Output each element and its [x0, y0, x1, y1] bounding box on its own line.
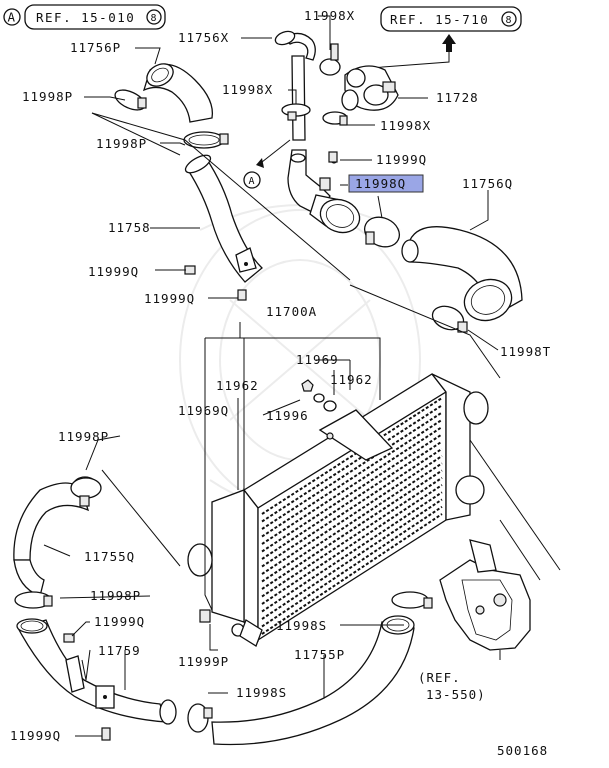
intercooler-fin-row: [261, 426, 443, 545]
clamp-11998X-top: [319, 43, 341, 76]
up-arrow-icon: [369, 34, 456, 69]
intercooler-fin-row: [261, 513, 443, 635]
pipe-11758: [184, 154, 263, 283]
part-labels: 11756P 11756X 11998X 11998P 11998X 11728…: [10, 8, 551, 743]
intercooler-fin-row: [261, 440, 443, 560]
ref-c-line1: (REF.: [418, 670, 461, 685]
clamp-11998X-mid: [281, 103, 311, 121]
leader-lines: [43, 15, 561, 737]
label-11998T[interactable]: 11998T: [500, 344, 551, 359]
ref-c-line2: 13-550): [426, 687, 486, 702]
intercooler-fin-row: [261, 418, 443, 538]
grommet-11962: [323, 400, 337, 412]
ref-15-710[interactable]: REF. 15-710 8: [380, 6, 522, 32]
label-11728[interactable]: 11728: [436, 90, 479, 105]
label-11999Q-2[interactable]: 11999Q: [88, 264, 139, 279]
label-11759[interactable]: 11759: [98, 643, 141, 658]
label-11998S-1[interactable]: 11998S: [276, 618, 327, 633]
intercooler-fin-row: [261, 433, 443, 553]
label-11756P[interactable]: 11756P: [70, 40, 121, 55]
ref-b-num: 8: [505, 15, 512, 26]
clamp-11998Q: [363, 216, 401, 248]
label-11756Q[interactable]: 11756Q: [462, 176, 513, 191]
bolt-11999Q-bottom: [101, 727, 111, 741]
clamp-11998S-lower: [187, 703, 213, 733]
bolt-11999Q-mid2: [237, 289, 247, 301]
intercooler-fin-row: [261, 469, 443, 590]
label-11755Q[interactable]: 11755Q: [84, 549, 135, 564]
pipe-center: [287, 149, 361, 234]
ref-a-num: 8: [150, 13, 157, 24]
bolt-11999Q-lower: [63, 633, 75, 643]
label-11996[interactable]: 11996: [266, 408, 309, 423]
label-11700A[interactable]: 11700A: [266, 304, 317, 319]
label-11998P-2[interactable]: 11998P: [96, 136, 147, 151]
clamp-11998S-upper: [391, 591, 433, 609]
label-11999Q-5[interactable]: 11999Q: [10, 728, 61, 743]
intercooler-fin-row: [261, 476, 443, 598]
label-11962-1[interactable]: 11962: [330, 372, 373, 387]
clamp-11998T: [431, 305, 468, 333]
throttle-body-13-550: [439, 539, 531, 651]
label-11999P[interactable]: 11999P: [178, 654, 229, 669]
arrow-a-marker: A: [248, 176, 255, 187]
pipe-11756X: [274, 30, 316, 141]
intercooler-fin-row: [261, 498, 443, 620]
clamp-11998P-upper-2: [183, 131, 229, 149]
ref-15-010[interactable]: A REF. 15-010 8: [3, 4, 166, 30]
label-11758[interactable]: 11758: [108, 220, 151, 235]
label-11998X-right[interactable]: 11998X: [380, 118, 431, 133]
diagram-number: 500168: [497, 743, 548, 758]
label-11962-2[interactable]: 11962: [216, 378, 259, 393]
hose-11756Q: [401, 226, 523, 322]
ref-a-text: REF. 15-010: [36, 10, 135, 25]
ref-13-550[interactable]: (REF. 13-550): [418, 670, 486, 702]
ref-a-marker: A: [7, 10, 16, 25]
label-11999Q-1[interactable]: 11999Q: [376, 152, 427, 167]
intercooler-fin-row: [261, 505, 443, 628]
hose-11755P: [211, 615, 415, 746]
valve-11728: [341, 65, 399, 111]
intercooler-fin-row: [261, 397, 443, 515]
label-11998S-2[interactable]: 11998S: [236, 685, 287, 700]
bolt-11996: [301, 379, 314, 392]
arrow-a[interactable]: A: [243, 139, 291, 189]
label-11969Q[interactable]: 11969Q: [178, 403, 229, 418]
label-11998P-3[interactable]: 11998P: [58, 429, 109, 444]
intercooler-fin-row: [261, 491, 443, 613]
highlight-11998Q[interactable]: [348, 174, 424, 193]
intercooler-11700A: [187, 373, 489, 647]
washer-11969: [313, 393, 325, 403]
intercooler-fin-row: [261, 462, 443, 583]
label-11999Q-4[interactable]: 11999Q: [94, 614, 145, 629]
bolt-11999Q-mid: [184, 265, 196, 275]
clamp-11998P-lower-2: [14, 591, 53, 609]
label-11969-1[interactable]: 11969: [296, 352, 339, 367]
label-11998P-1[interactable]: 11998P: [22, 89, 73, 104]
pipe-11759: [16, 618, 177, 725]
hose-11756P: [142, 63, 214, 123]
intercooler-fin-row: [261, 404, 443, 523]
label-11998P-4[interactable]: 11998P: [90, 588, 141, 603]
label-11998Q[interactable]: 11998Q: [355, 176, 406, 191]
clamp-11998P-upper: [114, 89, 147, 111]
clamp-11998P-lower: [70, 477, 102, 507]
intercooler-fin-row: [261, 447, 443, 568]
label-11998X-mid[interactable]: 11998X: [222, 82, 273, 97]
intercooler-fin-row: [261, 455, 443, 575]
label-11999Q-3[interactable]: 11999Q: [144, 291, 195, 306]
ref-b-text: REF. 15-710: [390, 12, 489, 27]
clamp-11998X-right: [322, 111, 348, 126]
label-11998X-top[interactable]: 11998X: [304, 8, 355, 23]
intercooler-fin-row: [261, 411, 443, 530]
label-11756X[interactable]: 11756X: [178, 30, 229, 45]
intercooler-fin-row: [261, 484, 443, 605]
bolt-11999Q-upper: [328, 151, 338, 163]
label-11755P[interactable]: 11755P: [294, 647, 345, 662]
